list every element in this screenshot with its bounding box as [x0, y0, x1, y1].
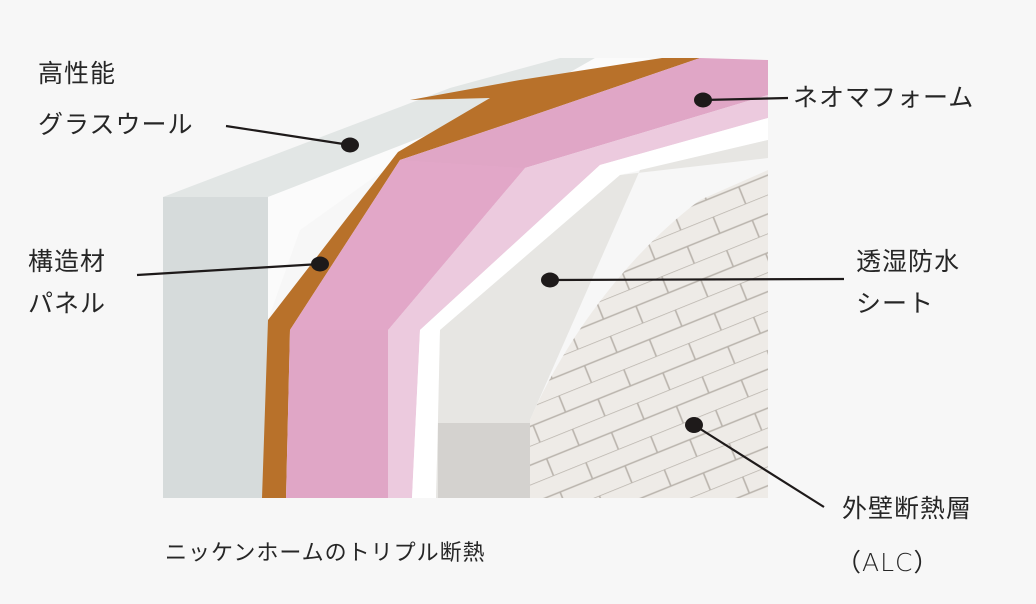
alc-label-line2: （ALC） — [836, 548, 940, 577]
neoma-foam-label: ネオマフォーム — [793, 83, 975, 112]
alc-marker-dot — [685, 417, 703, 433]
structural-panel-leader — [136, 262, 321, 277]
structural-panel-label-line2: パネル — [28, 289, 107, 318]
leader-lines — [136, 96, 845, 508]
moisture-sheet-label-line2: シート — [856, 289, 935, 318]
glass-wool-marker-dot — [341, 137, 359, 153]
moisture-sheet-leader — [549, 277, 845, 282]
alc-exterior-layer — [436, 140, 768, 498]
glass-wool-label-line1: 高性能 — [38, 59, 117, 88]
alc-leader — [693, 424, 825, 508]
neoma-foam-layer — [286, 58, 768, 498]
structural-panel-marker-dot — [311, 256, 329, 272]
moisture-permeable-sheet-layer — [412, 118, 768, 498]
moisture-sheet-label-line1: 透湿防水 — [856, 247, 961, 276]
glass-wool-leader — [225, 124, 351, 147]
structural-panel-label-line1: 構造材 — [28, 247, 107, 276]
alc-label-line1: 外壁断熱層 — [842, 494, 973, 523]
diagram-caption: ニッケンホームのトリプル断熱 — [165, 541, 486, 566]
glass-wool-label-line2: グラスウール — [38, 110, 194, 139]
moisture-sheet-marker-dot — [541, 272, 559, 288]
neoma-foam-marker-dot — [694, 92, 712, 108]
neoma-foam-leader — [702, 96, 789, 102]
leader-dots — [311, 92, 712, 433]
